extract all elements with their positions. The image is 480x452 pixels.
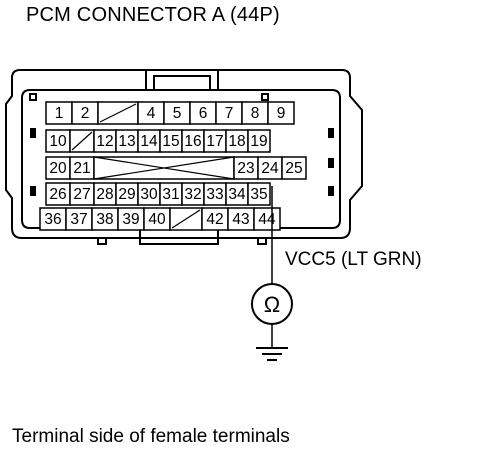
terminal-number: 4 <box>147 105 156 122</box>
terminal-number: 30 <box>140 186 158 203</box>
terminal-number: 31 <box>162 186 179 203</box>
terminal-number: 14 <box>140 133 158 150</box>
terminal-number: 5 <box>173 105 182 122</box>
terminal-number: 6 <box>199 105 208 122</box>
terminal-number: 26 <box>49 186 66 203</box>
ground-icon <box>256 347 288 361</box>
terminal-number: 42 <box>206 211 223 228</box>
terminal-number: 35 <box>250 186 267 203</box>
connector-housing <box>5 69 363 239</box>
terminal-number: 21 <box>73 160 90 177</box>
empty-cavity <box>99 103 137 123</box>
terminal-number: 24 <box>261 160 279 177</box>
empty-cavity <box>171 209 201 229</box>
terminal-number: 20 <box>49 160 67 177</box>
terminal-number: 19 <box>250 133 267 150</box>
empty-cavity <box>93 156 235 180</box>
terminal-number: 9 <box>277 105 286 122</box>
terminal-number: 1 <box>55 105 64 122</box>
terminal-cell <box>281 156 307 180</box>
terminal-cell <box>247 182 271 206</box>
terminal-number: 37 <box>70 211 87 228</box>
diagram-title: PCM CONNECTOR A (44P) <box>26 4 280 26</box>
terminal-number: 34 <box>228 186 246 203</box>
terminal-number: 16 <box>184 133 201 150</box>
terminal-number: 39 <box>122 211 139 228</box>
terminal-number: 28 <box>96 186 113 203</box>
terminal-number: 27 <box>73 186 90 203</box>
terminal-number: 10 <box>49 133 67 150</box>
terminal-number: 44 <box>258 211 276 228</box>
terminal-cell <box>253 207 281 231</box>
caption: Terminal side of female terminals <box>12 426 290 447</box>
terminal-number: 8 <box>251 105 260 122</box>
terminal-number: 33 <box>206 186 223 203</box>
terminal-number: 43 <box>232 211 249 228</box>
connector-latch <box>145 69 219 91</box>
terminal-number: 40 <box>148 211 166 228</box>
terminal-cell <box>247 129 271 153</box>
terminal-number: 32 <box>184 186 201 203</box>
terminal-number: 7 <box>225 105 234 122</box>
terminal-number: 12 <box>96 133 113 150</box>
terminal-number: 25 <box>285 160 302 177</box>
wire-label: VCC5 (LT GRN) <box>285 249 422 270</box>
terminal-number: 29 <box>118 186 135 203</box>
empty-cavity <box>71 131 93 151</box>
terminal-number: 17 <box>206 133 223 150</box>
terminal-number: 15 <box>162 133 179 150</box>
terminal-number: 2 <box>81 105 90 122</box>
terminal-number: 38 <box>96 211 113 228</box>
terminal-cell <box>267 101 295 125</box>
terminal-number: 13 <box>118 133 135 150</box>
terminal-number: 36 <box>44 211 61 228</box>
terminal-number: 23 <box>237 160 254 177</box>
ohm-symbol: Ω <box>264 292 280 317</box>
terminal-number: 18 <box>228 133 245 150</box>
